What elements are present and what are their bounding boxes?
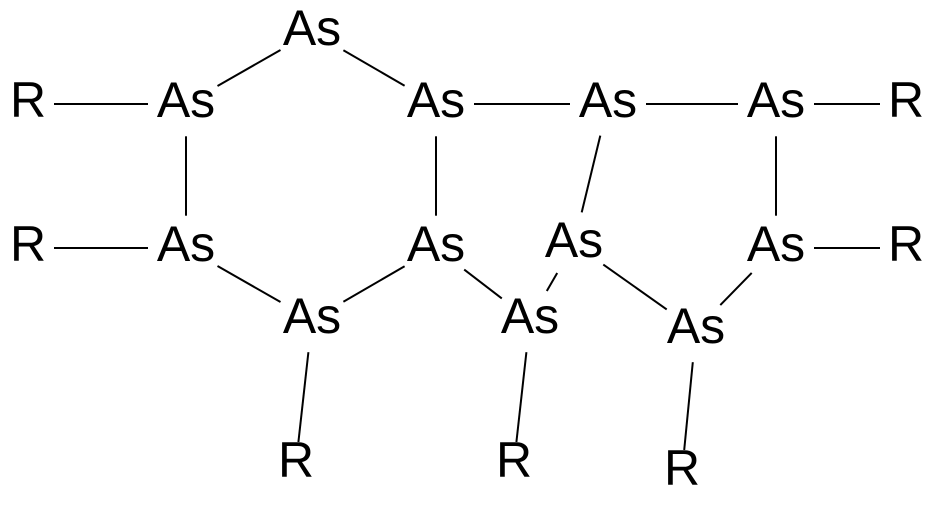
- atom-as-mid-center: As: [407, 216, 465, 272]
- atom-r-mid-left: R: [10, 216, 46, 272]
- bond-as_mid_center-as_low_2: [463, 268, 503, 300]
- bond-as_mid_center-as_low_1: [342, 265, 406, 303]
- atom-as-top: As: [283, 0, 341, 56]
- atom-r-bottom-3: R: [664, 440, 700, 496]
- atom-as-mid-left: As: [157, 216, 215, 272]
- atom-as-low-2: As: [501, 288, 559, 344]
- bond-as_top-as_upper_left: [217, 49, 281, 87]
- atom-as-upper-r1: As: [579, 72, 637, 128]
- atom-as-upper-r2: As: [747, 72, 805, 128]
- atom-as-mid-r2: As: [747, 216, 805, 272]
- bond-as_mid_left-as_low_1: [217, 265, 281, 303]
- atom-as-low-1: As: [283, 288, 341, 344]
- atom-as-upper-mid: As: [407, 72, 465, 128]
- atom-r-mid-right: R: [888, 216, 924, 272]
- bond-as_top-as_upper_mid: [342, 49, 406, 87]
- bond-as_mid_r1-as_low_3: [602, 263, 668, 311]
- bond-as_mid_r2-as_low_3: [719, 272, 753, 306]
- bond-as_low_3-r_bottom_3: [683, 362, 694, 451]
- bond-as_low_2-r_bottom_2: [515, 352, 528, 443]
- atom-r-bottom-1: R: [278, 432, 314, 488]
- atom-as-upper-left: As: [157, 72, 215, 128]
- atom-r-upper-left: R: [10, 72, 46, 128]
- atom-r-upper-right: R: [888, 72, 924, 128]
- bond-as_low_1-r_bottom_1: [297, 352, 310, 443]
- bond-as_mid_r1-as_low_2: [545, 272, 559, 292]
- atom-as-low-3: As: [667, 298, 725, 354]
- bond-layer: [54, 49, 880, 451]
- atom-r-bottom-2: R: [496, 432, 532, 488]
- atom-as-mid-r1: As: [545, 212, 603, 268]
- bond-as_upper_r1-as_mid_r1: [580, 135, 602, 213]
